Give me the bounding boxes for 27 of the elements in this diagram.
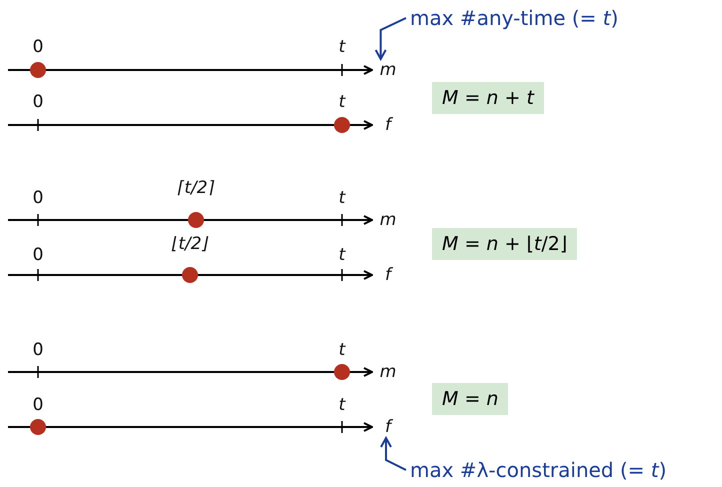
formula-box: M = n: [432, 383, 508, 415]
leader-arrow: [374, 17, 406, 60]
axis-label: f: [385, 265, 391, 285]
tick-label: ⌊t/2⌋: [172, 234, 208, 254]
tick-label: 0: [32, 245, 44, 265]
callout-text: max #λ-constrained (= t): [410, 458, 667, 482]
tick-label: t: [338, 188, 346, 208]
axis-label: f: [385, 115, 391, 135]
tick-label: ⌈t/2⌉: [178, 178, 214, 198]
tick-label: 0: [32, 92, 44, 112]
tick-label: 0: [32, 395, 44, 415]
tick-label: 0: [32, 37, 44, 57]
tick-label: t: [338, 395, 346, 415]
leader-arrow: [380, 437, 406, 471]
callout-text: max #any-time (= t): [410, 6, 618, 30]
tick-label: 0: [32, 188, 44, 208]
axis-label: m: [380, 362, 396, 382]
tick-label: t: [338, 340, 346, 360]
axis-label: f: [385, 417, 391, 437]
formula-box: M = n + t: [432, 82, 544, 114]
tick-label: t: [338, 92, 346, 112]
tick-label: 0: [32, 340, 44, 360]
tick-label: t: [338, 245, 346, 265]
formula-box: M = n + ⌊t/2⌋: [432, 228, 578, 260]
axis-label: m: [380, 210, 396, 230]
tick-label: t: [338, 37, 346, 57]
axis-label: m: [380, 60, 396, 80]
